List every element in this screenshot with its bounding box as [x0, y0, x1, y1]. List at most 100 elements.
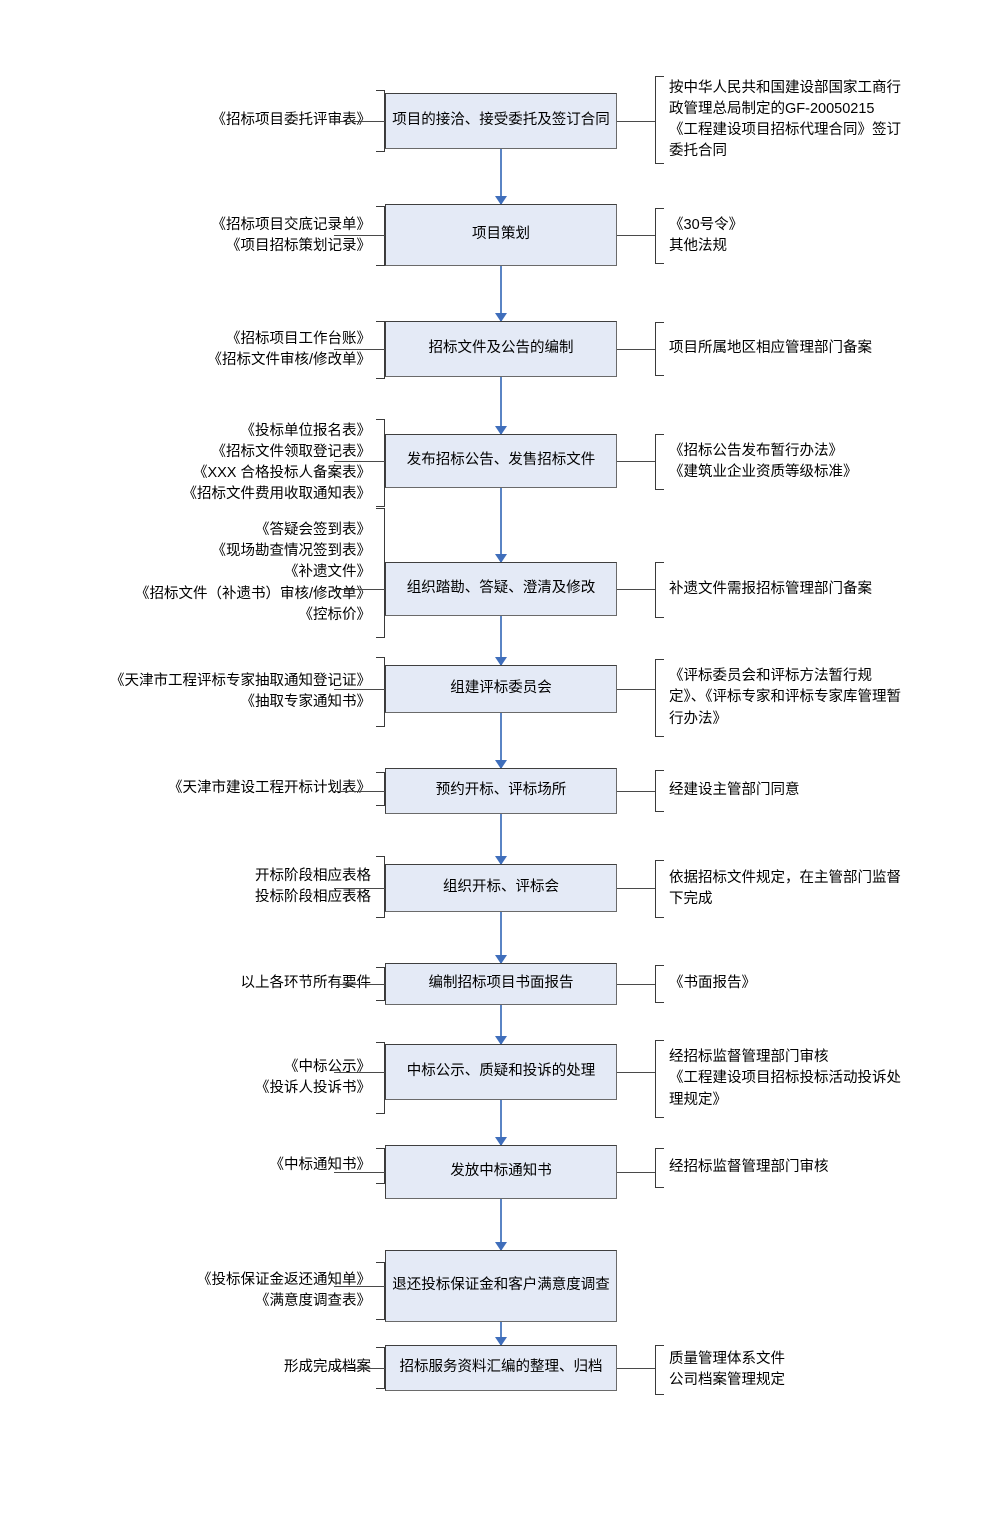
- right-connector-13: [617, 1368, 655, 1369]
- right-bracket-icon-7: [655, 770, 664, 812]
- flow-arrow-1-to-2: [495, 149, 507, 205]
- process-box-3[interactable]: 招标文件及公告的编制: [385, 321, 617, 377]
- right-annotation-9: 《书面报告》: [655, 965, 756, 1003]
- left-annotation-6: 《天津市工程评标专家抽取通知登记证》 《抽取专家通知书》: [110, 657, 385, 727]
- right-annotation-3: 项目所属地区相应管理部门备案: [655, 322, 872, 376]
- right-bracket-icon-1: [655, 76, 664, 164]
- left-bracket-icon-4: [376, 419, 385, 507]
- right-connector-2: [617, 235, 655, 236]
- left-connector-3: [334, 349, 385, 350]
- left-bracket-icon-11: [376, 1148, 385, 1184]
- right-bracket-icon-5: [655, 562, 664, 618]
- process-box-12[interactable]: 退还投标保证金和客户满意度调查: [385, 1250, 617, 1322]
- process-box-8[interactable]: 组织开标、评标会: [385, 864, 617, 912]
- right-connector-3: [617, 349, 655, 350]
- left-annotation-12: 《投标保证金返还通知单》 《满意度调查表》: [197, 1262, 385, 1320]
- right-bracket-icon-2: [655, 208, 664, 264]
- right-annotation-text-1: 按中华人民共和国建设部国家工商行政管理总局制定的GF-20050215《工程建设…: [669, 79, 901, 160]
- left-connector-2: [334, 235, 385, 236]
- left-annotation-text-7: 《天津市建设工程开标计划表》: [168, 780, 371, 797]
- flow-arrow-10-to-11: [495, 1100, 507, 1146]
- left-connector-12: [334, 1286, 385, 1287]
- left-annotation-11: 《中标通知书》: [269, 1148, 385, 1184]
- left-bracket-icon-10: [376, 1042, 385, 1114]
- process-box-1[interactable]: 项目的接洽、接受委托及签订合同: [385, 93, 617, 149]
- right-annotation-2: 《30号令》 其他法规: [655, 208, 743, 264]
- left-bracket-icon-2: [376, 206, 385, 266]
- right-bracket-icon-11: [655, 1148, 664, 1188]
- left-annotation-text-2: 《招标项目交底记录单》 《项目招标策划记录》: [211, 216, 372, 254]
- right-connector-5: [617, 589, 655, 590]
- process-box-7[interactable]: 预约开标、评标场所: [385, 768, 617, 814]
- right-annotation-text-5: 补遗文件需报招标管理部门备案: [669, 581, 872, 598]
- flow-arrow-7-to-8: [495, 814, 507, 865]
- left-bracket-icon-3: [376, 321, 385, 379]
- right-annotation-text-3: 项目所属地区相应管理部门备案: [669, 340, 872, 357]
- left-annotation-text-9: 以上各环节所有要件: [240, 975, 372, 992]
- right-annotation-8: 依据招标文件规定，在主管部门监督下完成: [655, 860, 901, 918]
- left-annotation-3: 《招标项目工作台账》 《招标文件审核/修改单》: [207, 321, 385, 379]
- left-annotation-text-12: 《投标保证金返还通知单》 《满意度调查表》: [197, 1271, 371, 1309]
- right-annotation-text-6: 《评标委员会和评标方法暂行规定》、《评标专家和评标专家库管理暂行办法》: [669, 668, 901, 727]
- process-box-5[interactable]: 组织踏勘、答疑、澄清及修改: [385, 562, 617, 616]
- left-annotation-10: 《中标公示》 《投诉人投诉书》: [255, 1042, 385, 1114]
- flow-arrow-9-to-10: [495, 1005, 507, 1045]
- right-bracket-icon-6: [655, 659, 664, 737]
- left-annotation-2: 《招标项目交底记录单》 《项目招标策划记录》: [211, 206, 385, 266]
- right-annotation-text-9: 《书面报告》: [669, 975, 756, 992]
- flow-arrow-12-to-13: [495, 1322, 507, 1346]
- right-bracket-icon-3: [655, 322, 664, 376]
- right-annotation-6: 《评标委员会和评标方法暂行规定》、《评标专家和评标专家库管理暂行办法》: [655, 659, 901, 737]
- right-annotation-7: 经建设主管部门同意: [655, 770, 800, 812]
- left-annotation-text-6: 《天津市工程评标专家抽取通知登记证》 《抽取专家通知书》: [110, 672, 371, 710]
- left-annotation-text-13: 形成完成档案: [284, 1359, 371, 1376]
- right-connector-8: [617, 888, 655, 889]
- left-connector-8: [334, 888, 385, 889]
- left-bracket-icon-8: [376, 856, 385, 918]
- right-annotation-4: 《招标公告发布暂行办法》 《建筑业企业资质等级标准》: [655, 434, 858, 490]
- process-box-10[interactable]: 中标公示、质疑和投诉的处理: [385, 1044, 617, 1100]
- left-annotation-4: 《投标单位报名表》 《招标文件领取登记表》 《XXX 合格投标人备案表》 《招标…: [183, 419, 385, 507]
- left-connector-9: [334, 984, 385, 985]
- right-bracket-icon-4: [655, 434, 664, 490]
- right-connector-1: [617, 121, 655, 122]
- right-annotation-text-13: 质量管理体系文件 公司档案管理规定: [669, 1350, 785, 1388]
- left-annotation-5: 《答疑会签到表》 《现场勘查情况签到表》 《补遗文件》 《招标文件（补遗书）审核…: [135, 508, 385, 638]
- right-annotation-10: 经招标监督管理部门审核 《工程建设项目招标投标活动投诉处理规定》: [655, 1040, 901, 1118]
- left-connector-11: [334, 1172, 385, 1173]
- left-annotation-text-5: 《答疑会签到表》 《现场勘查情况签到表》 《补遗文件》 《招标文件（补遗书）审核…: [134, 522, 371, 623]
- right-bracket-icon-9: [655, 965, 664, 1003]
- right-bracket-icon-10: [655, 1040, 664, 1118]
- left-connector-4: [334, 461, 385, 462]
- process-box-2[interactable]: 项目策划: [385, 204, 617, 266]
- flow-arrow-5-to-6: [495, 616, 507, 666]
- right-bracket-icon-8: [655, 860, 664, 918]
- process-box-6[interactable]: 组建评标委员会: [385, 665, 617, 713]
- left-bracket-icon-6: [376, 657, 385, 727]
- left-annotation-7: 《天津市建设工程开标计划表》: [168, 772, 385, 806]
- process-box-13[interactable]: 招标服务资料汇编的整理、归档: [385, 1345, 617, 1391]
- left-bracket-icon-12: [376, 1262, 385, 1320]
- right-bracket-icon-13: [655, 1345, 664, 1395]
- right-connector-10: [617, 1072, 655, 1073]
- process-box-4[interactable]: 发布招标公告、发售招标文件: [385, 434, 617, 488]
- flow-arrow-3-to-4: [495, 377, 507, 435]
- right-annotation-text-10: 经招标监督管理部门审核 《工程建设项目招标投标活动投诉处理规定》: [669, 1049, 901, 1108]
- right-annotation-11: 经招标监督管理部门审核: [655, 1148, 829, 1188]
- right-annotation-text-8: 依据招标文件规定，在主管部门监督下完成: [669, 869, 901, 907]
- flow-arrow-8-to-9: [495, 912, 507, 964]
- left-annotation-text-11: 《中标通知书》: [269, 1157, 372, 1174]
- right-annotation-13: 质量管理体系文件 公司档案管理规定: [655, 1345, 785, 1395]
- left-connector-7: [334, 791, 385, 792]
- left-annotation-8: 开标阶段相应表格 投标阶段相应表格: [255, 856, 385, 918]
- left-annotation-text-3: 《招标项目工作台账》 《招标文件审核/修改单》: [207, 330, 371, 368]
- right-annotation-text-4: 《招标公告发布暂行办法》 《建筑业企业资质等级标准》: [669, 442, 858, 480]
- process-box-11[interactable]: 发放中标通知书: [385, 1145, 617, 1199]
- left-connector-13: [334, 1368, 385, 1369]
- left-bracket-icon-5: [376, 508, 385, 638]
- right-connector-6: [617, 689, 655, 690]
- left-connector-1: [334, 121, 385, 122]
- right-connector-9: [617, 984, 655, 985]
- process-box-9[interactable]: 编制招标项目书面报告: [385, 963, 617, 1005]
